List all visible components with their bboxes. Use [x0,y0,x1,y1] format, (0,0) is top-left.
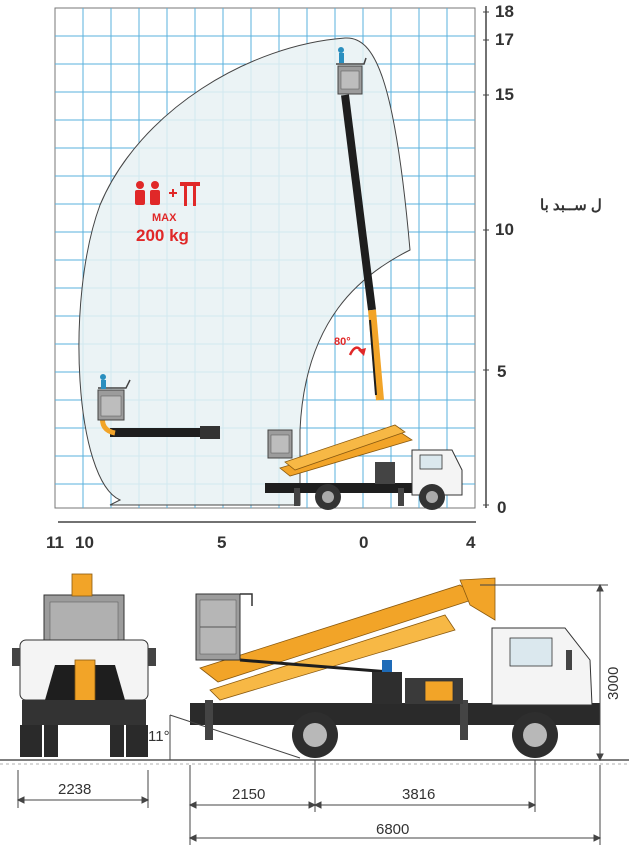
capacity-max-label: MAX [152,212,177,224]
height-label: 3000 [605,666,622,700]
horizontal-reach-boom [97,374,220,439]
x-tick-4: 4 [466,533,476,552]
vertical-reach-boom [336,47,384,401]
height-dimension [480,583,608,762]
y-axis-ticks [483,11,489,506]
angle-label: 11° [148,728,170,745]
x-tick-0: 0 [359,533,369,552]
capacity-icon [135,181,200,206]
side-text: ل ســبد با [540,197,602,214]
side-view-truck [190,577,600,758]
front-to-axle-label: 2150 [232,786,266,803]
capacity-load-label: 200 kg [136,226,189,245]
y-tick-10: 10 [495,220,514,239]
y-tick-0: 0 [497,498,507,517]
approach-angle-dimension [169,714,301,760]
rear-width-dimension [16,770,150,808]
x-tick-11: 11 [46,533,64,552]
diagram-truck [265,424,463,510]
y-tick-5: 5 [497,362,507,381]
total-length-label: 6800 [376,821,410,838]
working-envelope [78,37,411,506]
rear-view-truck [12,573,156,757]
rotation-label: 80° [334,336,351,348]
wheelbase-label: 3816 [402,786,436,803]
y-tick-18: 18 [495,2,514,21]
y-tick-15: 15 [495,85,514,104]
x-tick-10: 10 [75,533,94,552]
length-dimensions [188,760,602,845]
y-tick-17: 17 [495,30,514,49]
rear-width-label: 2238 [58,781,92,798]
x-tick-5: 5 [217,533,227,552]
